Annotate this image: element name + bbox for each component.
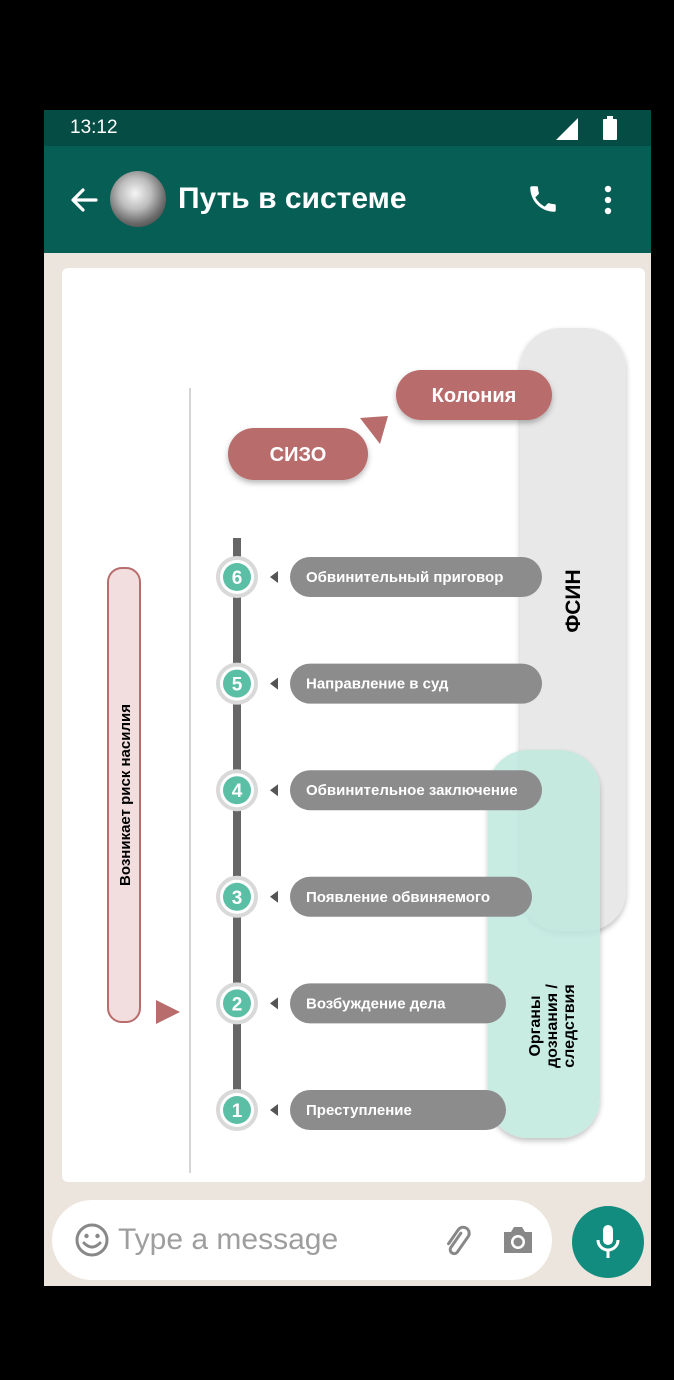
step-number: 3: [232, 888, 243, 909]
step-pointer: [270, 1104, 278, 1116]
risk-label: Возникает риск насилия: [117, 704, 134, 886]
timeline-steps: 1 Преступление 2 Возбуждение дела 3 Появление…: [216, 556, 542, 1131]
timeline-step: 1 Преступление: [216, 1089, 506, 1131]
step-pill: [290, 557, 542, 597]
step-label: Возбуждение дела: [306, 995, 446, 1012]
battery-icon: [603, 116, 617, 140]
step-circle: [223, 1096, 251, 1124]
inquiry-label-3: следствия: [561, 984, 578, 1067]
step-pointer: [270, 784, 278, 797]
message-composer: [52, 1200, 552, 1280]
step-label: Обвинительный приговор: [306, 569, 503, 586]
step-pill: [290, 1090, 506, 1130]
colony-arrow: [360, 416, 388, 444]
message-input[interactable]: [118, 1218, 418, 1262]
step-number: 6: [232, 568, 243, 589]
system-path-diagram: ФСИН Органы дознания / следствия Колония…: [107, 328, 626, 1173]
step-label: Появление обвиняемого: [306, 889, 490, 906]
inquiry-label-2: дознания /: [544, 983, 561, 1068]
avatar[interactable]: [110, 171, 166, 227]
step-pointer: [270, 997, 278, 1010]
timeline-step: 2 Возбуждение дела: [216, 982, 506, 1025]
step-circle: [223, 563, 251, 591]
microphone-icon: [596, 1225, 620, 1258]
inquiry-label-1: Органы: [527, 995, 544, 1056]
fsin-label: ФСИН: [562, 569, 585, 632]
timeline-step: 6 Обвинительный приговор: [216, 556, 542, 598]
chat-header: Путь в системе: [44, 146, 651, 253]
step-pill: [290, 770, 542, 811]
step-pointer: [270, 677, 278, 690]
timeline-step: 3 Появление обвиняемого: [216, 875, 532, 918]
step-circle: [223, 989, 251, 1018]
colony-label: Колония: [432, 385, 517, 407]
step-number: 5: [232, 675, 243, 696]
phone-call-icon[interactable]: [526, 182, 560, 216]
inquiry-panel: [488, 750, 600, 1138]
step-pill: [290, 983, 506, 1024]
step-pill: [290, 876, 532, 917]
sizo-pill: [228, 428, 368, 480]
image-message[interactable]: ФСИН Органы дознания / следствия Колония…: [62, 268, 645, 1182]
step-number: 4: [232, 781, 243, 802]
sizo-label: СИЗО: [270, 444, 327, 466]
status-time: 13:12: [70, 117, 118, 138]
phone-screen: 13:12 Путь в системе: [44, 110, 651, 1286]
colony-pill: [396, 370, 552, 420]
timeline-step: 4 Обвинительное заключение: [216, 769, 542, 812]
emoji-icon[interactable]: [74, 1222, 110, 1258]
step-pointer: [270, 890, 278, 903]
step-pill: [290, 663, 542, 704]
back-arrow-icon[interactable]: [68, 184, 100, 216]
step-label: Направление в суд: [306, 676, 449, 693]
attachment-icon[interactable]: [440, 1222, 476, 1258]
status-bar: 13:12: [44, 110, 651, 146]
step-number: 1: [232, 1101, 243, 1122]
microphone-button[interactable]: [572, 1206, 644, 1278]
step-pointer: [270, 571, 278, 583]
step-circle: [223, 882, 251, 911]
step-label: Преступление: [306, 1102, 412, 1119]
timeline-step: 5 Направление в суд: [216, 662, 542, 705]
step-circle: [223, 669, 251, 698]
risk-bar: [107, 567, 141, 1023]
step-circle: [223, 776, 251, 805]
more-options-icon[interactable]: [601, 184, 615, 216]
signal-icon: [556, 118, 578, 140]
risk-arrow: [156, 1000, 180, 1024]
camera-icon[interactable]: [500, 1224, 536, 1256]
step-number: 2: [232, 994, 243, 1015]
step-label: Обвинительное заключение: [306, 782, 518, 799]
chat-title[interactable]: Путь в системе: [178, 182, 407, 215]
